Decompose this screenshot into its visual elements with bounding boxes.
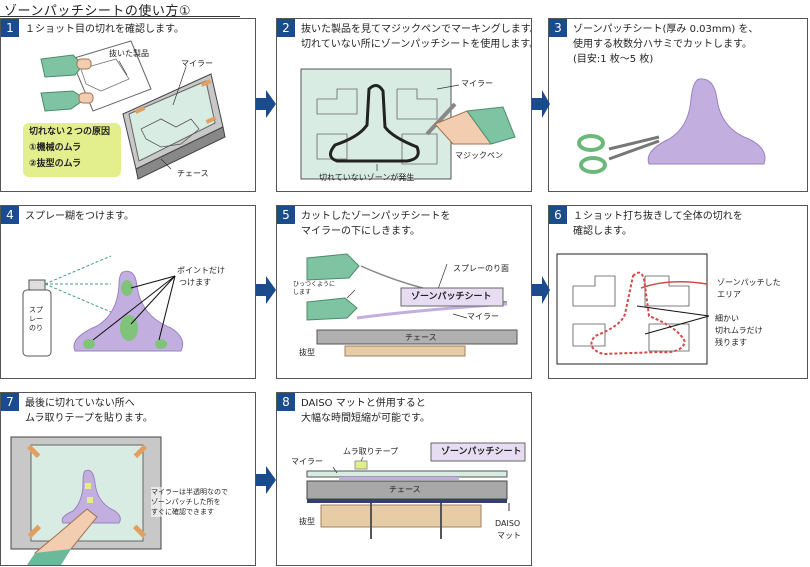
- step-text: スプレー糊をつけます。: [25, 209, 134, 224]
- step-2-illustration: [300, 68, 516, 180]
- label-mylar: マイラー: [461, 79, 493, 88]
- step-text-line: (目安:1 枚～5 枚): [573, 54, 654, 65]
- label-mat-2: マット: [497, 531, 521, 540]
- step-6-illustration: [556, 253, 710, 365]
- label-mat-1: DAISO: [495, 519, 521, 528]
- label-chase: チェース: [177, 169, 209, 178]
- label-die: 抜型: [299, 348, 315, 357]
- label-spray: スプレーのり: [29, 306, 43, 332]
- label-die: 抜型: [299, 517, 315, 526]
- step-7-illustration: [10, 436, 162, 565]
- step-text-line: カットしたゾーンパッチシートを: [301, 211, 451, 222]
- label-zone: 切れていないゾーンが発生: [319, 173, 415, 182]
- page-title: ゾーンパッチシートの使い方①: [4, 4, 192, 19]
- step-3-panel: 3 ゾーンパッチシート(厚み 0.03mm) を、 使用する枚数分ハサミでカット…: [548, 18, 808, 192]
- label-mylar: マイラー: [181, 59, 213, 68]
- step-2-panel: 2 抜いた製品を見てマジックペンでマーキングします。 切れていない所にゾーンパッ…: [276, 18, 532, 192]
- step-text-line: DAISO マットと併用すると: [301, 398, 426, 409]
- step-4-illustration: [22, 255, 184, 357]
- causes-title: 切れない２つの原因: [29, 127, 111, 137]
- label-chase: チェース: [405, 333, 437, 342]
- step-text-line: 確認します。: [573, 226, 632, 237]
- label-fine-2: 切れムラだけ: [715, 326, 763, 335]
- step-7-panel: 7 最後に切れていない所へ ムラ取りテープを貼ります。 マイラーは半透明なので …: [0, 392, 256, 566]
- step-text-line: 切れていない所にゾーンパッチシートを使用します。: [301, 39, 532, 50]
- step-text-line: 最後に切れていない所へ: [25, 398, 135, 409]
- label-sprayface: スプレーのり面: [453, 264, 509, 273]
- label-area-1: ゾーンパッチした: [717, 278, 781, 287]
- step-text-line: １ショット打ち抜きして全体の切れを: [573, 211, 743, 222]
- step-text: 抜いた製品を見てマジックペンでマーキングします。 切れていない所にゾーンパッチシ…: [301, 22, 532, 52]
- label-area-2: エリア: [717, 290, 741, 299]
- cause-1: ①機械のムラ: [29, 143, 82, 153]
- step-text: DAISO マットと併用すると 大幅な時間短縮が可能です。: [301, 396, 430, 426]
- step-text-line: 大幅な時間短縮が可能です。: [301, 413, 430, 424]
- step-text: １ショット目の切れを確認します。: [25, 22, 184, 37]
- label-chase: チェース: [389, 485, 421, 494]
- step-number: 3: [549, 19, 567, 37]
- cause-2: ②抜型のムラ: [29, 159, 82, 169]
- step-text-line: ムラ取りテープを貼ります。: [25, 413, 153, 424]
- label-sheet: ゾーンパッチシート: [411, 292, 492, 302]
- step-5-panel: 5 カットしたゾーンパッチシートを マイラーの下にしきます。 ひっつくように し…: [276, 205, 532, 379]
- step-8-panel: 8 DAISO マットと併用すると 大幅な時間短縮が可能です。 ムラ取りテープ …: [276, 392, 532, 566]
- step-1-panel: 1 １ショット目の切れを確認します。 抜いた製品 マイラー チェース 切れない２…: [0, 18, 256, 192]
- arrow-right-icon: [256, 90, 276, 118]
- step-8-illustration: [306, 442, 526, 539]
- step-number: 8: [277, 393, 295, 411]
- arrow-right-icon: [256, 276, 276, 304]
- label-fine-1: 細かい: [715, 314, 739, 323]
- step-4-panel: 4 スプレー糊をつけます。 スプレーのり ポイントだけ つけます: [0, 205, 256, 379]
- step-6-panel: 6 １ショット打ち抜きして全体の切れを 確認します。 ゾーンパッチした エリア …: [548, 205, 808, 379]
- title-underline: [0, 16, 240, 17]
- label-pen: マジックペン: [455, 151, 503, 160]
- label-fine-3: 残ります: [715, 338, 747, 347]
- label-sheet: ゾーンパッチシート: [441, 447, 522, 457]
- label-note-3: すぐに確認できます: [151, 507, 214, 517]
- step-1-illustration: [23, 40, 226, 180]
- step-text-line: 抜いた製品を見てマジックペンでマーキングします。: [301, 24, 532, 35]
- step-number: 2: [277, 19, 295, 37]
- label-mylar: マイラー: [291, 457, 323, 466]
- step-text-line: 使用する枚数分ハサミでカットします。: [573, 39, 752, 50]
- step-text-line: ゾーンパッチシート(厚み 0.03mm) を、: [573, 24, 759, 35]
- label-flip: ひっつくように: [293, 281, 336, 288]
- step-number: 4: [1, 206, 19, 224]
- step-5-illustration: [306, 253, 518, 357]
- arrow-right-icon: [256, 466, 276, 494]
- label-mylar: マイラー: [467, 312, 499, 321]
- label-point: ポイントだけ: [177, 266, 225, 275]
- step-number: 7: [1, 393, 19, 411]
- step-text-line: １ショット目の切れを確認します。: [25, 24, 184, 35]
- step-number: 5: [277, 206, 295, 224]
- step-text-line: スプレー糊をつけます。: [25, 211, 134, 222]
- step-3-illustration: [577, 78, 766, 174]
- label-flip-2: します: [293, 289, 312, 296]
- label-note-1: マイラーは半透明なので: [151, 487, 228, 497]
- label-point-2: つけます: [179, 278, 211, 287]
- label-note-2: ゾーンパッチした所を: [151, 497, 221, 507]
- step-text: 最後に切れていない所へ ムラ取りテープを貼ります。: [25, 396, 153, 426]
- step-text: １ショット打ち抜きして全体の切れを 確認します。: [573, 209, 743, 239]
- step-number: 1: [1, 19, 19, 37]
- step-text: カットしたゾーンパッチシートを マイラーの下にしきます。: [301, 209, 451, 239]
- step-text: ゾーンパッチシート(厚み 0.03mm) を、 使用する枚数分ハサミでカットしま…: [573, 22, 758, 67]
- step-number: 6: [549, 206, 567, 224]
- step-text-line: マイラーの下にしきます。: [301, 226, 420, 237]
- label-product: 抜いた製品: [109, 49, 149, 58]
- label-tape: ムラ取りテープ: [343, 447, 399, 456]
